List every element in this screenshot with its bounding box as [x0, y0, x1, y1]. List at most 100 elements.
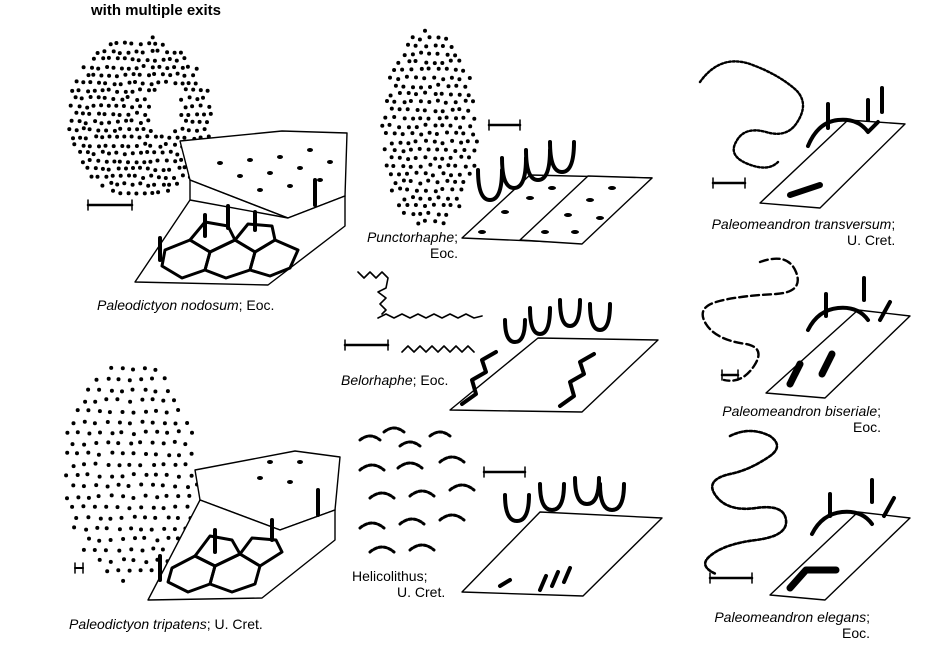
stipple-dot [71, 483, 76, 488]
stipple-dot [207, 104, 212, 109]
stipple-dot [471, 132, 476, 137]
stipple-dot [122, 181, 127, 186]
stipple-dot [167, 453, 172, 458]
stipple-dot [175, 181, 179, 186]
stipple-dot [81, 143, 86, 148]
stipple-dot [436, 35, 441, 40]
stipple-dot [105, 569, 110, 574]
stipple-dot [108, 516, 113, 521]
stipple-dot [87, 431, 92, 436]
stipple-dot [131, 72, 136, 77]
stipple-dot [440, 187, 445, 191]
stipple-dot [433, 156, 438, 161]
stipple-dot [87, 158, 92, 162]
stipple-dot [73, 95, 78, 100]
stipple-dot [104, 159, 109, 164]
plate-heading: with multiple exits [91, 2, 222, 19]
stipple-dot [417, 146, 422, 151]
stipple-dot [205, 120, 209, 125]
stipple-dot [107, 73, 112, 78]
stipple-dot [168, 149, 173, 154]
stipple-dot [161, 506, 166, 511]
stipple-dot [385, 99, 389, 103]
stipple-dot [143, 141, 148, 146]
stipple-dot [153, 134, 158, 139]
stipple-dot [151, 546, 156, 551]
stipple-dot [149, 568, 154, 573]
stipple-dot [81, 65, 86, 70]
stipple-dot [396, 77, 401, 82]
stipple-dot [437, 164, 442, 169]
stipple-dot [127, 506, 132, 511]
stipple-dot [402, 116, 407, 121]
stipple-dot [142, 97, 147, 102]
stipple-dot [450, 187, 455, 192]
stipple-dot [134, 66, 139, 71]
stipple-dot [93, 119, 98, 124]
stipple-dot [454, 116, 458, 121]
stipple-dot [134, 160, 139, 165]
stipple-dot [454, 83, 459, 88]
stipple-dot [93, 399, 98, 404]
stipple-dot [138, 568, 143, 573]
stipple-dot [435, 98, 440, 103]
stipple-dot [129, 547, 134, 552]
stipple-dot [462, 148, 467, 152]
stipple-dot [117, 51, 122, 56]
stipple-dot [149, 527, 154, 532]
stipple-dot [458, 125, 463, 130]
stipple-dot [138, 165, 142, 170]
stipple-dot [413, 139, 418, 144]
stipple-dot [69, 118, 74, 123]
stipple-dot [97, 538, 102, 543]
stipple-dot [426, 147, 431, 152]
stipple-dot [440, 123, 445, 128]
stipple-dot [118, 82, 123, 87]
stipple-dot [165, 50, 170, 55]
paleodictyon-nodosum-figure [67, 35, 348, 286]
stipple-dot [423, 171, 428, 176]
stipple-dot [112, 82, 117, 87]
stipple-dot [177, 453, 181, 458]
stipple-dot [105, 484, 110, 489]
stipple-dot [126, 191, 131, 196]
stipple-dot [453, 149, 458, 153]
stipple-dot [100, 88, 105, 93]
stipple-dot [140, 419, 145, 424]
caption-paleomeandron-elegans: Paleomeandron elegans; Eoc. [714, 609, 871, 641]
stipple-dot [162, 421, 167, 426]
stipple-dot [153, 515, 158, 520]
stipple-dot [436, 212, 441, 217]
stipple-dot [127, 462, 132, 467]
stipple-dot [81, 504, 86, 509]
stipple-dot [96, 128, 101, 133]
stipple-dot [102, 49, 107, 54]
stipple-dot [155, 538, 160, 543]
stipple-dot [466, 108, 471, 113]
stipple-dot [111, 188, 115, 193]
stipple-dot [459, 154, 464, 159]
stipple-dot [131, 472, 136, 477]
stipple-dot [166, 515, 171, 520]
stipple-dot [138, 121, 143, 125]
stipple-dot [161, 462, 166, 467]
stipple-dot [426, 178, 431, 183]
stipple-dot [156, 80, 161, 85]
stipple-dot [190, 119, 195, 124]
stipple-dot [441, 77, 446, 82]
stipple-dot [107, 120, 112, 125]
stipple-dot [164, 410, 169, 415]
stipple-dot [463, 98, 468, 103]
stipple-dot [67, 127, 72, 132]
stipple-dot [208, 111, 213, 116]
stipple-dot [123, 89, 128, 94]
stipple-dot [123, 72, 128, 77]
stipple-dot [112, 128, 117, 133]
stipple-dot [443, 147, 448, 152]
stipple-dot [179, 157, 184, 162]
stipple-dot [449, 75, 454, 80]
stipple-dot [186, 485, 190, 490]
stipple-dot [143, 387, 148, 392]
stipple-dot [86, 450, 91, 455]
stipple-dot [173, 159, 178, 164]
